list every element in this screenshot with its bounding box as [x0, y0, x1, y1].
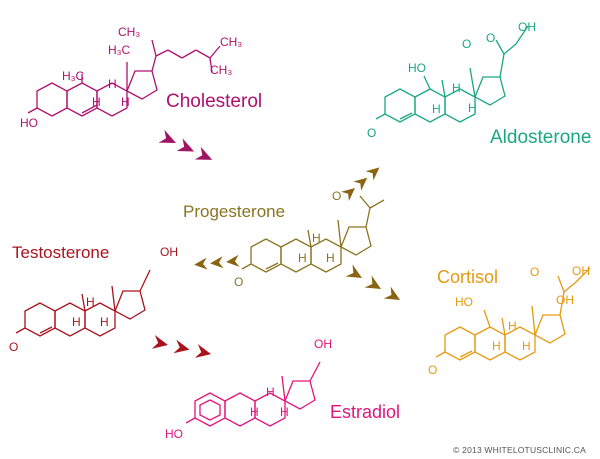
aldosterone-o3-label: O: [486, 31, 495, 45]
cortisol-h2-label: H: [508, 319, 517, 333]
cholesterol-ho-label: HO: [20, 116, 38, 130]
testosterone-h3-label: H: [100, 315, 109, 329]
arrowhead: [383, 286, 401, 300]
progesterone-h2-label: H: [312, 231, 321, 245]
cholesterol-molecule: HO H₃C H₃C CH₃ CH₃ CH₃ H H H Cholesterol: [20, 25, 262, 130]
arrowhead: [210, 256, 224, 269]
estradiol-h3-label: H: [280, 405, 289, 419]
arrow-progesterone-to-cortisol: [345, 264, 401, 300]
arrow-progesterone-to-testosterone: [194, 254, 240, 270]
arrowhead: [194, 146, 213, 160]
arrow-cholesterol-to-progesterone: [158, 129, 213, 160]
aldosterone-h2-label: H: [452, 81, 461, 95]
testosterone-h2-label: H: [86, 295, 95, 309]
estradiol-oh-label: OH: [314, 337, 332, 351]
arrowhead: [194, 257, 208, 270]
cortisol-o2-label: O: [530, 265, 539, 279]
progesterone-molecule: O O H H H Progesterone: [183, 189, 385, 289]
cortisol-o1-label: O: [428, 363, 437, 377]
cholesterol-oh-bond: [27, 107, 38, 114]
testosterone-name-label: Testosterone: [12, 243, 109, 262]
arrowhead: [345, 264, 362, 278]
arrowhead: [151, 335, 168, 349]
aldosterone-molecule: O HO O O OH H H H Aldosterone: [367, 20, 591, 148]
cortisol-ho-label: HO: [455, 295, 473, 309]
cholesterol-ch3-label: CH₃: [220, 35, 242, 49]
progesterone-structure: [241, 195, 385, 273]
cholesterol-h3-label: H: [121, 95, 130, 109]
arrowhead: [341, 188, 355, 201]
cholesterol-h3c-a-label: H₃C: [62, 69, 85, 83]
cortisol-name-label: Cortisol: [437, 267, 498, 287]
arrow-progesterone-to-aldosterone: [341, 167, 380, 201]
estradiol-h2-label: H: [266, 385, 275, 399]
estradiol-h1-label: H: [250, 405, 259, 419]
aldosterone-ho-label: HO: [408, 61, 426, 75]
progesterone-o2-label: O: [332, 189, 341, 203]
testosterone-o-label: O: [9, 340, 18, 354]
arrowhead: [194, 344, 212, 358]
cortisol-h1-label: H: [492, 339, 501, 353]
aldosterone-keto-bond: [375, 113, 386, 120]
testosterone-molecule: O OH H H H Testosterone: [9, 243, 178, 354]
arrow-testosterone-to-estradiol: [151, 335, 212, 358]
cortisol-structure: [435, 267, 591, 361]
aldosterone-o1-label: O: [367, 126, 376, 140]
cortisol-molecule: O HO OH O OH H H H Cortisol: [428, 264, 591, 377]
pathway-arrows: [151, 129, 401, 358]
arrowhead: [158, 129, 176, 143]
arrowhead: [353, 177, 368, 191]
arrowhead: [365, 167, 380, 181]
estradiol-name-label: Estradiol: [330, 402, 400, 422]
estradiol-aromatic-inner: [199, 399, 221, 421]
cholesterol-h3c-b-label: H₃C: [108, 43, 131, 57]
cholesterol-h1-label: H: [92, 95, 101, 109]
cholesterol-double-bond: [81, 104, 98, 114]
aldosterone-structure: [375, 25, 529, 123]
progesterone-h1-label: H: [298, 251, 307, 265]
copyright-text: © 2013 WHITELOTUSCLINIC.CA: [453, 445, 586, 455]
aldosterone-name-label: Aldosterone: [490, 127, 591, 148]
progesterone-o1-label: O: [234, 275, 243, 289]
testosterone-oh-label: OH: [160, 245, 178, 259]
arrowhead: [173, 339, 190, 354]
aldosterone-h3-label: H: [468, 101, 477, 115]
estradiol-structure: [185, 361, 321, 427]
cortisol-oh2-label: OH: [572, 264, 590, 278]
estradiol-molecule: HO OH H H H Estradiol: [165, 337, 400, 441]
testosterone-h1-label: H: [72, 315, 81, 329]
cholesterol-h2-label: H: [108, 77, 117, 91]
arrowhead: [364, 275, 382, 289]
arrowhead: [226, 254, 240, 267]
aldosterone-o2-label: O: [462, 37, 471, 51]
cholesterol-ch3-lower-label: CH₃: [210, 63, 232, 77]
testosterone-structure: [15, 269, 151, 337]
cortisol-oh1-label: OH: [556, 293, 574, 307]
estradiol-ho-label: HO: [165, 427, 183, 441]
progesterone-h3-label: H: [326, 251, 335, 265]
progesterone-name-label: Progesterone: [183, 202, 285, 221]
cortisol-h3-label: H: [522, 339, 531, 353]
cholesterol-structure: [27, 39, 221, 117]
arrowhead: [176, 138, 195, 152]
cholesterol-ch3-top-label: CH₃: [118, 25, 140, 39]
cholesterol-name-label: Cholesterol: [166, 91, 262, 112]
aldosterone-oh-label: OH: [518, 20, 536, 34]
aldosterone-h1-label: H: [432, 102, 441, 116]
